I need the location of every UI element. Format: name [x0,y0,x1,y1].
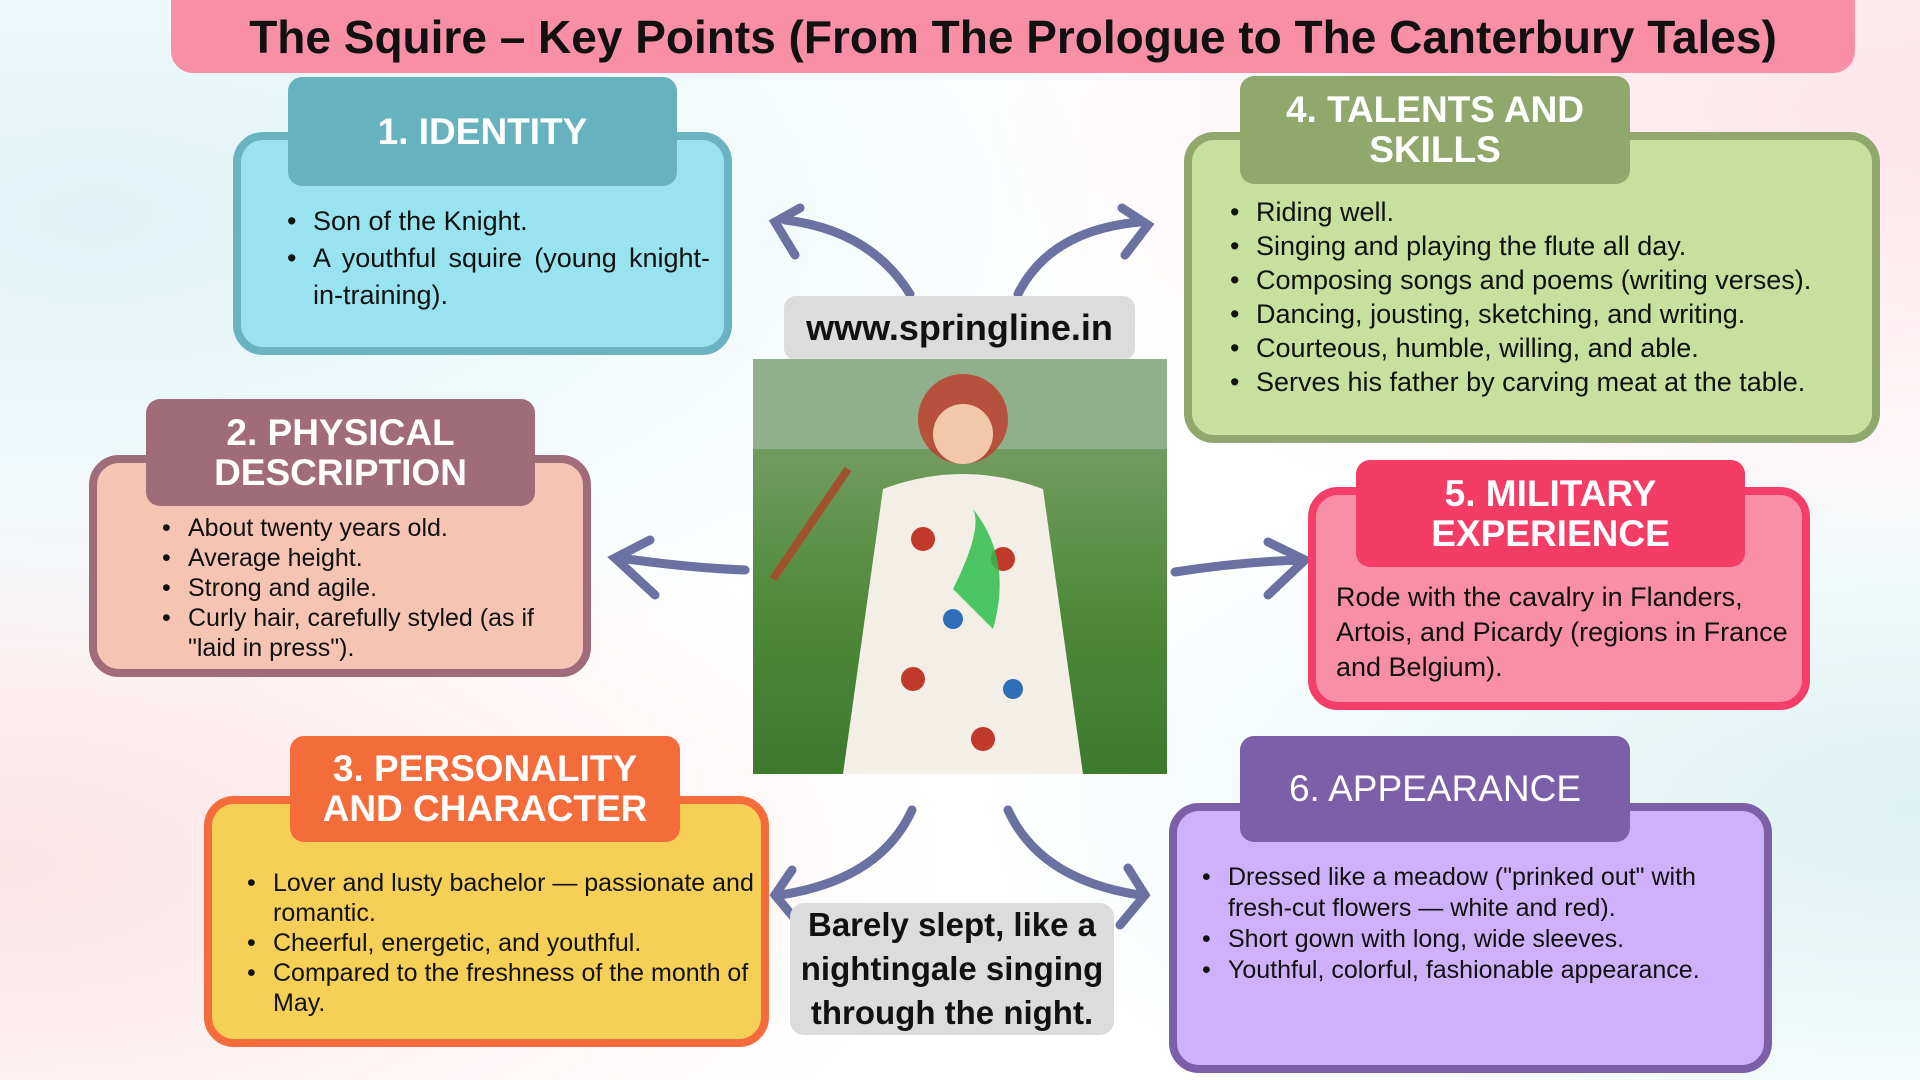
list-item: A youthful squire (young knight-in-train… [285,240,710,314]
talents-heading: 4. TALENTS AND SKILLS [1240,76,1630,184]
list-item: Dancing, jousting, sketching, and writin… [1228,297,1888,331]
identity-list: Son of the Knight. A youthful squire (yo… [285,203,710,314]
nightingale-note: Barely slept, like a nightingale singing… [790,879,1114,1059]
list-item: Dressed like a meadow ("prinked out" wit… [1200,862,1750,924]
squire-figure [753,359,1167,774]
page-title: The Squire – Key Points (From The Prolog… [171,0,1855,73]
identity-heading: 1. IDENTITY [288,77,677,186]
list-item: Cheerful, energetic, and youthful. [245,928,755,958]
list-item: Short gown with long, wide sleeves. [1200,924,1750,955]
list-item: Courteous, humble, willing, and able. [1228,331,1888,365]
list-item: Youthful, colorful, fashionable appearan… [1200,955,1750,986]
list-item: Singing and playing the flute all day. [1228,229,1888,263]
nightingale-text: Barely slept, like a nightingale singing… [790,903,1114,1035]
physical-heading: 2. PHYSICAL DESCRIPTION [146,399,535,506]
arrow-to-appearance [1003,805,1151,930]
squire-illustration [753,359,1167,774]
list-item: Riding well. [1228,195,1888,229]
list-item: Curly hair, carefully styled (as if "lai… [160,603,580,663]
talents-list: Riding well. Singing and playing the flu… [1228,195,1888,399]
arrow-to-physical [607,535,750,600]
list-item: Average height. [160,543,580,573]
military-text: Rode with the cavalry in Flanders, Artoi… [1336,582,1788,682]
list-item: Lover and lusty bachelor — passionate an… [245,868,755,928]
arrow-to-military [1170,537,1313,600]
appearance-heading: 6. APPEARANCE [1240,736,1630,842]
arrow-to-talents [1013,203,1155,299]
list-item: Son of the Knight. [285,203,710,240]
appearance-list: Dressed like a meadow ("prinked out" wit… [1200,862,1750,986]
list-item: Compared to the freshness of the month o… [245,958,755,1018]
personality-list: Lover and lusty bachelor — passionate an… [245,868,755,1018]
list-item: Serves his father by carving meat at the… [1228,365,1888,399]
list-item: Composing songs and poems (writing verse… [1228,263,1888,297]
list-item: About twenty years old. [160,513,580,543]
physical-list: About twenty years old. Average height. … [160,513,580,663]
website-label: www.springline.in [784,296,1135,360]
military-heading: 5. MILITARY EXPERIENCE [1356,460,1745,567]
list-item: Strong and agile. [160,573,580,603]
personality-heading: 3. PERSONALITY AND CHARACTER [290,736,680,842]
arrow-to-identity [768,203,915,299]
